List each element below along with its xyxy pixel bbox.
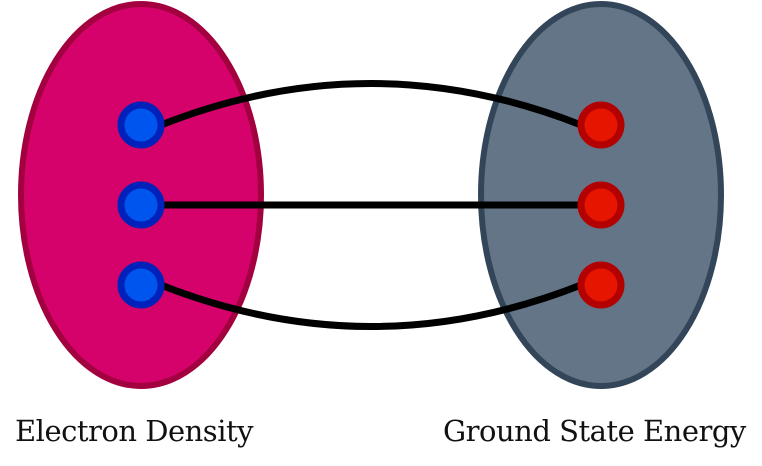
ground-state-energy-label: Ground State Energy [443,414,746,448]
electron-density-node-2 [117,181,165,229]
ground-state-energy-node-1 [577,101,625,149]
electron-density-node-3 [117,261,165,309]
ground-state-energy-node-3 [577,261,625,309]
electron-density-label: Electron Density [15,414,254,448]
mapping-edge-3 [159,281,583,330]
electron-density-node-1 [117,101,165,149]
mapping-edge-1 [159,80,583,129]
ground-state-energy-node-2 [577,181,625,229]
